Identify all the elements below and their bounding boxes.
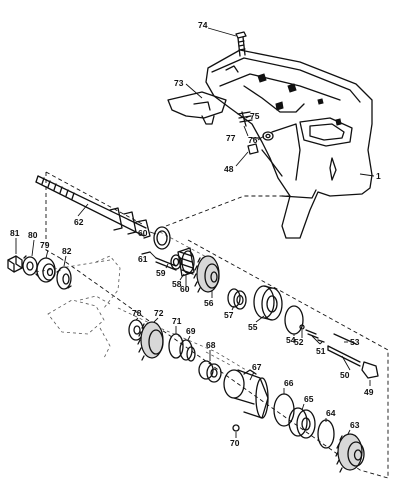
bearing-55 — [253, 285, 283, 321]
pin-52 — [299, 324, 305, 330]
screw-70 — [232, 424, 240, 432]
callout-53: 53 — [350, 337, 360, 347]
bearing-carrier-67 — [223, 369, 269, 419]
callout-80: 80 — [28, 230, 38, 240]
propeller-shaft-62 — [35, 175, 151, 239]
callout-60-lower: 60 — [180, 284, 190, 294]
gear-63 — [335, 433, 365, 473]
callout-66: 66 — [284, 378, 294, 388]
callout-63: 63 — [350, 420, 360, 430]
cam-49 — [361, 361, 379, 379]
callout-59: 59 — [156, 268, 166, 278]
callout-62: 62 — [74, 217, 84, 227]
callout-51: 51 — [316, 346, 326, 356]
bearing-65 — [288, 407, 316, 439]
callout-52: 52 — [294, 337, 304, 347]
callout-55: 55 — [248, 322, 258, 332]
callout-81: 81 — [10, 228, 20, 238]
callout-75: 75 — [250, 111, 260, 121]
callout-54: 54 — [286, 335, 296, 345]
callout-72: 72 — [154, 308, 164, 318]
callout-65: 65 — [304, 394, 314, 404]
callout-82: 82 — [62, 246, 72, 256]
callout-76: 76 — [248, 135, 258, 145]
propeller-outline — [47, 255, 121, 359]
ring-64 — [317, 419, 335, 449]
callout-78: 78 — [132, 308, 142, 318]
trim-tab-73 — [167, 91, 227, 125]
callout-67: 67 — [252, 362, 262, 372]
callout-74: 74 — [198, 20, 208, 30]
bearing-57 — [227, 288, 247, 310]
callout-1: 1 — [376, 171, 381, 181]
callout-71: 71 — [172, 316, 182, 326]
bolt-74 — [235, 31, 247, 57]
ring-69 — [179, 339, 196, 362]
shift-shaft-50 — [327, 345, 361, 367]
pin-59 — [155, 257, 177, 271]
callout-77: 77 — [226, 133, 236, 143]
spring-51 — [305, 329, 325, 343]
thrust-hub-79 — [36, 257, 56, 283]
callout-labels: 1 48 49 50 51 52 53 54 55 56 57 58 59 60… — [10, 20, 381, 448]
bearing-68 — [198, 360, 222, 383]
callout-69: 69 — [186, 326, 196, 336]
callout-49: 49 — [364, 387, 374, 397]
callout-58: 58 — [172, 279, 182, 289]
gear-56 — [193, 255, 220, 293]
clutch-58 — [177, 247, 195, 277]
callout-64: 64 — [326, 408, 336, 418]
callout-56: 56 — [204, 298, 214, 308]
callout-48: 48 — [224, 164, 234, 174]
callout-73: 73 — [174, 78, 184, 88]
rod-53 — [333, 333, 357, 345]
ring-60-upper — [153, 226, 171, 250]
o-ring-66 — [273, 393, 295, 427]
callout-70: 70 — [230, 438, 240, 448]
callout-57: 57 — [224, 310, 234, 320]
o-ring-54 — [284, 305, 304, 335]
callout-50: 50 — [340, 370, 350, 380]
clip-61 — [141, 251, 151, 255]
callout-79: 79 — [40, 240, 50, 250]
alignment-lines — [35, 171, 389, 479]
nut-81 — [7, 255, 23, 273]
leader-lines — [15, 27, 375, 438]
gear-72 — [137, 321, 164, 361]
callout-60-upper: 60 — [138, 228, 148, 238]
callout-68: 68 — [206, 340, 216, 350]
spacer-82 — [56, 266, 72, 290]
gear-housing — [205, 49, 373, 239]
callout-61: 61 — [138, 254, 148, 264]
small-hardware-cluster — [237, 111, 274, 155]
washer-80 — [22, 255, 39, 277]
